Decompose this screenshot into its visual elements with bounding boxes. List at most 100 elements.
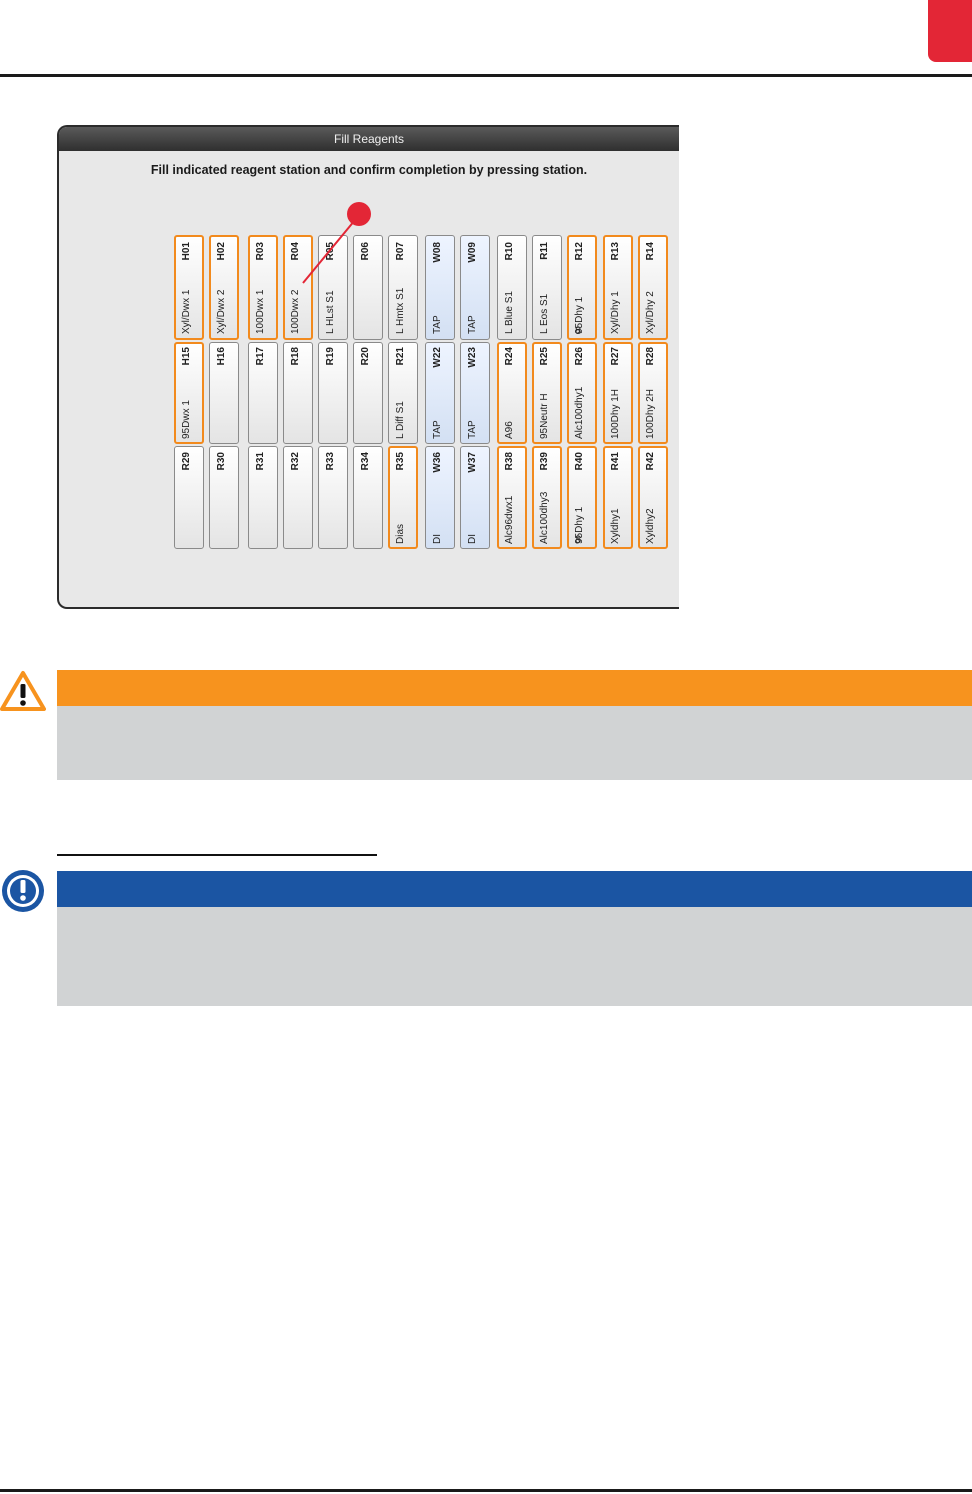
- station-r25[interactable]: R25 95Neutr H: [532, 342, 562, 444]
- station-r19[interactable]: R19: [318, 342, 348, 444]
- station-reagent-name: Xyldhy2: [645, 507, 656, 544]
- station-reagent-name: L Blue S1: [504, 290, 515, 334]
- station-id: R27: [610, 347, 621, 366]
- station-mark: 8: [575, 534, 582, 546]
- station-reagent-name: L Hmtx S1: [395, 287, 406, 334]
- station-id: R42: [645, 451, 656, 470]
- station-r30[interactable]: R30: [209, 446, 239, 549]
- instruction-message: Fill indicated reagent station and confi…: [150, 163, 588, 177]
- section-rule: [57, 854, 377, 856]
- station-id: R18: [290, 347, 301, 366]
- station-r28[interactable]: R28 100Dhy 2H: [638, 342, 668, 444]
- station-r29[interactable]: R29: [174, 446, 204, 549]
- station-id: W08: [432, 241, 443, 263]
- station-reagent-name: TAP: [432, 314, 443, 334]
- station-id: R29: [181, 451, 192, 470]
- station-id: R11: [539, 241, 550, 260]
- station-h15[interactable]: H15 95Dwx 1: [174, 342, 204, 444]
- station-r04[interactable]: R04 100Dwx 2: [283, 235, 313, 340]
- station-reagent-name: Alc100dhy1: [574, 386, 585, 439]
- station-r20[interactable]: R20: [353, 342, 383, 444]
- station-reagent-name: 100Dhy 1H: [610, 388, 621, 439]
- station-reagent-name: DI: [467, 533, 478, 544]
- station-id: R33: [325, 451, 336, 470]
- station-r31[interactable]: R31: [248, 446, 278, 549]
- station-reagent-name: Dias: [395, 523, 406, 544]
- station-id: R24: [504, 347, 515, 366]
- header-rule: [0, 74, 972, 77]
- station-reagent-name: Xyl/Dhy 1: [610, 290, 621, 334]
- station-id: R41: [610, 451, 621, 470]
- station-r27[interactable]: R27 100Dhy 1H: [603, 342, 633, 444]
- station-id: R21: [395, 347, 406, 366]
- note-body: [57, 907, 972, 1006]
- station-id: W22: [432, 347, 443, 368]
- station-id: W36: [432, 451, 443, 473]
- station-reagent-name: Alc96dwx1: [504, 495, 515, 544]
- station-reagent-name: L Diff S1: [395, 401, 406, 439]
- station-id: R34: [360, 451, 371, 470]
- station-reagent-name: 100Dwx 2: [290, 289, 301, 334]
- station-reagent-name: Alc100dhy3: [539, 491, 550, 544]
- warning-icon: [0, 671, 46, 711]
- station-reagent-name: DI: [432, 533, 443, 544]
- station-r34[interactable]: R34: [353, 446, 383, 549]
- station-r32[interactable]: R32: [283, 446, 313, 549]
- station-reagent-name: Xyldhy1: [610, 507, 621, 544]
- station-reagent-name: 95Neutr H: [539, 393, 550, 439]
- callout-marker: [347, 202, 371, 226]
- chapter-tab: [928, 0, 972, 62]
- station-id: R39: [539, 451, 550, 470]
- station-id: R28: [645, 347, 656, 366]
- station-r17[interactable]: R17: [248, 342, 278, 444]
- station-id: R14: [645, 241, 656, 260]
- station-id: R40: [574, 451, 585, 470]
- station-id: R06: [360, 241, 371, 260]
- station-id: H15: [181, 347, 192, 366]
- station-id: R04: [290, 241, 301, 260]
- footer-rule: [0, 1489, 972, 1492]
- station-reagent-name: 95Dwx 1: [181, 400, 192, 439]
- station-reagent-name: 100Dwx 1: [255, 289, 266, 334]
- station-reagent-name: A96: [504, 421, 515, 439]
- station-id: R12: [574, 241, 585, 260]
- station-r21[interactable]: R21 L Diff S1: [388, 342, 418, 444]
- station-r06[interactable]: R06: [353, 235, 383, 340]
- station-r33[interactable]: R33: [318, 446, 348, 549]
- station-h16[interactable]: H16: [209, 342, 239, 444]
- station-reagent-name: Xyl/Dwx 1: [181, 289, 192, 334]
- warning-header-bar: [57, 670, 972, 706]
- station-id: R25: [539, 347, 550, 366]
- station-id: R20: [360, 347, 371, 366]
- station-id: H01: [181, 241, 192, 260]
- station-reagent-name: TAP: [467, 314, 478, 334]
- station-reagent-name: 100Dhy 2H: [645, 388, 656, 439]
- station-r18[interactable]: R18: [283, 342, 313, 444]
- station-id: R32: [290, 451, 301, 470]
- station-id: R38: [504, 451, 515, 470]
